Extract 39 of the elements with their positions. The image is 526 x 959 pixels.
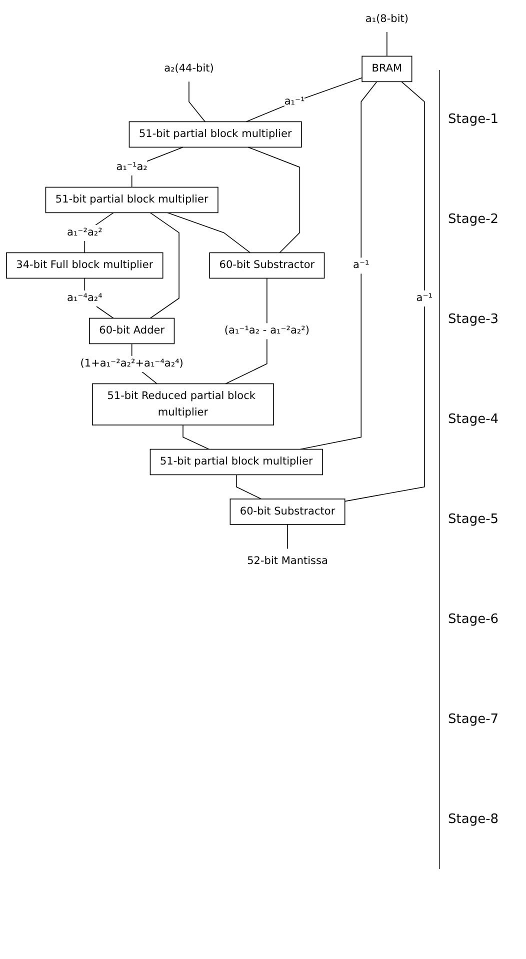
connector bbox=[188, 81, 206, 122]
connector bbox=[287, 524, 288, 550]
node-box: 34-bit Full block multiplier bbox=[6, 252, 164, 279]
edge-label: (a₁⁻¹a₂ - a₁⁻²a₂²) bbox=[224, 324, 310, 337]
connector bbox=[182, 424, 210, 450]
connector bbox=[167, 212, 251, 254]
connector bbox=[344, 81, 425, 502]
stage-label: Stage-3 bbox=[448, 312, 500, 328]
connector bbox=[386, 32, 388, 57]
stage-label: Stage-8 bbox=[448, 812, 500, 827]
node-box: 51-bit partial block multiplier bbox=[45, 186, 218, 214]
connector bbox=[150, 212, 180, 319]
stage-label: Stage-6 bbox=[448, 612, 500, 627]
stage-label: Stage-1 bbox=[448, 112, 500, 128]
node-box: BRAM bbox=[362, 56, 412, 82]
connector bbox=[246, 77, 362, 122]
edge-label: a₁⁻²a₂² bbox=[67, 226, 102, 239]
node-box: 60-bit Substractor bbox=[209, 252, 325, 279]
node-box: 51-bit partial block multiplier bbox=[128, 121, 302, 148]
stage-label: Stage-5 bbox=[448, 512, 500, 527]
connector bbox=[236, 474, 262, 500]
node-text: a₂(44-bit) bbox=[164, 62, 214, 75]
edge-label: a₁⁻¹ bbox=[284, 95, 305, 108]
stage-label: Stage-4 bbox=[448, 412, 500, 428]
stage-label: Stage-2 bbox=[448, 212, 500, 228]
edge-label: a⁻¹ bbox=[353, 259, 370, 272]
node-box: 60-bit Substractor bbox=[230, 498, 346, 525]
edge-label: a₁⁻¹a₂ bbox=[116, 160, 148, 174]
node-text: 52-bit Mantissa bbox=[247, 555, 328, 568]
node-box: 51-bit partial block multiplier bbox=[150, 448, 323, 476]
edge-label: a₁⁻⁴a₂⁴ bbox=[67, 292, 102, 304]
node-box: 51-bit Reduced partial block multiplier bbox=[92, 383, 274, 426]
stage-label: Stage-7 bbox=[448, 712, 500, 727]
connector bbox=[300, 81, 378, 450]
node-text: a₁(8-bit) bbox=[365, 12, 408, 26]
connector bbox=[248, 146, 300, 254]
edge-label: a⁻¹ bbox=[416, 292, 433, 304]
edge-label: (1+a₁⁻²a₂²+a₁⁻⁴a₂⁴) bbox=[80, 357, 184, 370]
node-box: 60-bit Adder bbox=[89, 318, 175, 344]
